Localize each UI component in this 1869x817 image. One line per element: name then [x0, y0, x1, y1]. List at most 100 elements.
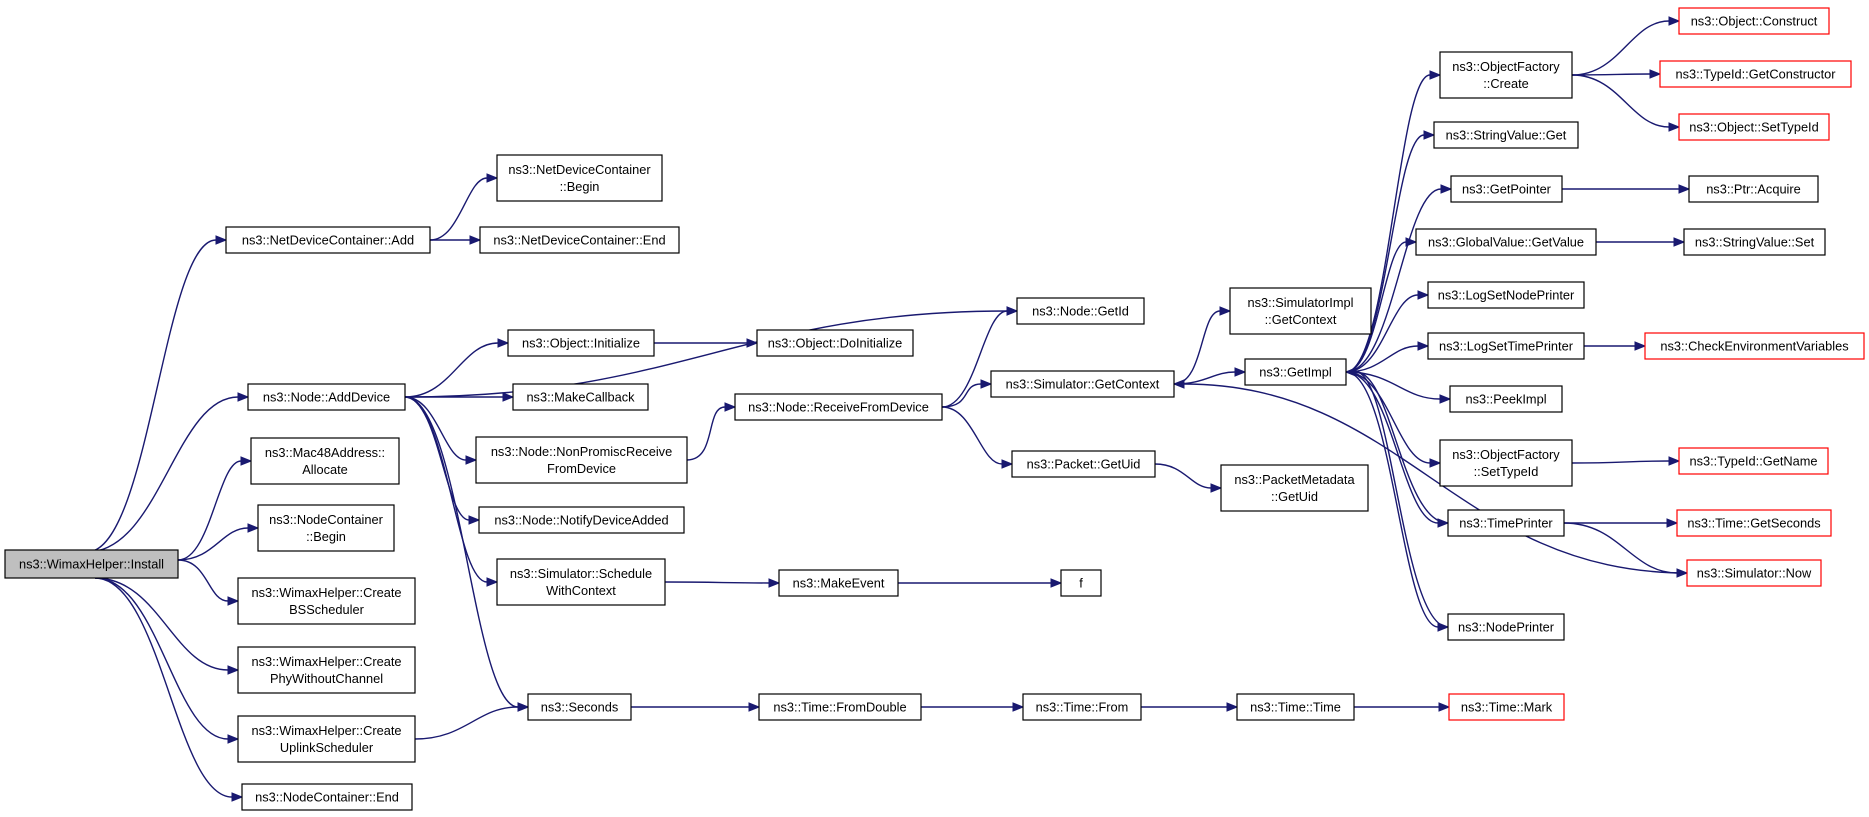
node-obj-construct[interactable]: ns3::Object::Construct	[1678, 7, 1830, 35]
node-pkt-getuid[interactable]: ns3::Packet::GetUid	[1011, 450, 1156, 478]
arrowhead	[1234, 367, 1247, 377]
node-label: ns3::LogSetTimePrinter	[1439, 339, 1574, 354]
node-nc-end[interactable]: ns3::NodeContainer::End	[241, 783, 413, 811]
node-obj-settypeid[interactable]: ns3::Object::SetTypeId	[1678, 113, 1830, 141]
node-label: ns3::LogSetNodePrinter	[1438, 288, 1575, 303]
node-label: ns3::MakeEvent	[793, 576, 885, 591]
node-t-mark[interactable]: ns3::Time::Mark	[1448, 693, 1565, 721]
node-sim-now[interactable]: ns3::Simulator::Now	[1686, 559, 1822, 587]
node-box	[1678, 7, 1830, 35]
node-simimpl-getctx[interactable]: ns3::SimulatorImpl::GetContext	[1229, 287, 1372, 335]
arrowhead	[1417, 290, 1430, 300]
edge-line	[1571, 74, 1670, 128]
node-label: ns3::TypeId::GetConstructor	[1675, 67, 1836, 82]
node-box	[1022, 693, 1142, 721]
arrowhead	[1666, 518, 1679, 528]
node-getimpl[interactable]: ns3::GetImpl	[1244, 358, 1347, 386]
node-notifyadded[interactable]: ns3::Node::NotifyDeviceAdded	[478, 506, 685, 534]
edge-line	[177, 559, 229, 602]
node-pktmeta-getuid[interactable]: ns3::PacketMetadata::GetUid	[1220, 464, 1369, 512]
node-mac48-alloc[interactable]: ns3::Mac48Address::Allocate	[250, 437, 400, 485]
node-tid-getname[interactable]: ns3::TypeId::GetName	[1678, 447, 1829, 475]
edge-line	[177, 460, 242, 561]
edge-getimpl-to-gv-getvalue	[1345, 237, 1418, 373]
node-label: ns3::Node::NotifyDeviceAdded	[494, 513, 668, 528]
node-label: ns3::PacketMetadata	[1234, 472, 1355, 487]
node-ndc-begin[interactable]: ns3::NetDeviceContainer::Begin	[496, 154, 663, 202]
node-nc-begin[interactable]: ns3::NodeContainer::Begin	[257, 504, 395, 552]
arrowhead	[227, 665, 240, 675]
edge-node-adddevice-to-obj-init	[404, 338, 510, 398]
arrowhead	[1668, 456, 1681, 466]
node-peekimpl[interactable]: ns3::PeekImpl	[1449, 385, 1563, 413]
edge-line	[429, 177, 488, 241]
node-box	[1011, 450, 1156, 478]
node-label: ns3::TimePrinter	[1459, 516, 1553, 531]
node-obj-init[interactable]: ns3::Object::Initialize	[507, 329, 655, 357]
edge-of-settypeid-to-tid-getname	[1571, 456, 1681, 466]
node-box	[1236, 693, 1355, 721]
arrowhead	[247, 523, 260, 533]
node-seconds[interactable]: ns3::Seconds	[527, 693, 632, 721]
node-label: ns3::Object::Initialize	[522, 336, 640, 351]
node-checkenv[interactable]: ns3::CheckEnvironmentVariables	[1644, 332, 1865, 360]
edge-line	[686, 406, 726, 461]
node-box	[1678, 447, 1829, 475]
edge-install-to-create-phy	[94, 577, 240, 675]
node-ptr-acquire[interactable]: ns3::Ptr::Acquire	[1688, 175, 1819, 203]
node-lognodeprinter[interactable]: ns3::LogSetNodePrinter	[1427, 281, 1585, 309]
node-label: Allocate	[302, 462, 348, 477]
arrowhead	[1429, 458, 1442, 468]
node-node-getid[interactable]: ns3::Node::GetId	[1016, 297, 1145, 325]
arrowhead	[1439, 394, 1452, 404]
node-t-from[interactable]: ns3::Time::From	[1022, 693, 1142, 721]
node-tid-getctor[interactable]: ns3::TypeId::GetConstructor	[1659, 60, 1852, 88]
node-node-adddevice[interactable]: ns3::Node::AddDevice	[247, 383, 406, 411]
edge-line	[414, 706, 519, 740]
node-logtimeprinter[interactable]: ns3::LogSetTimePrinter	[1427, 332, 1585, 360]
node-recvfromdev[interactable]: ns3::Node::ReceiveFromDevice	[734, 393, 943, 421]
node-install[interactable]: ns3::WimaxHelper::Install	[4, 549, 179, 579]
node-create-phy[interactable]: ns3::WimaxHelper::CreatePhyWithoutChanne…	[237, 646, 416, 694]
node-box	[1439, 439, 1573, 487]
edge-line	[1154, 463, 1212, 489]
node-t-time[interactable]: ns3::Time::Time	[1236, 693, 1355, 721]
node-label: ns3::PeekImpl	[1465, 392, 1546, 407]
node-getpointer[interactable]: ns3::GetPointer	[1450, 175, 1563, 203]
edge-getimpl-to-lognodeprinter	[1345, 290, 1430, 373]
node-t-getseconds[interactable]: ns3::Time::GetSeconds	[1676, 509, 1832, 537]
node-label: ns3::Object::DoInitialize	[768, 336, 902, 351]
arrowhead	[1440, 184, 1453, 194]
node-label: ::GetContext	[1265, 312, 1337, 327]
arrowhead	[1668, 16, 1681, 26]
node-sim-getctx[interactable]: ns3::Simulator::GetContext	[990, 370, 1175, 398]
node-box	[1688, 175, 1819, 203]
edge-line	[1345, 188, 1442, 373]
edge-line	[177, 527, 249, 561]
node-makecallback[interactable]: ns3::MakeCallback	[512, 383, 649, 411]
node-timeprinter[interactable]: ns3::TimePrinter	[1447, 509, 1565, 537]
node-nodeprinter[interactable]: ns3::NodePrinter	[1447, 613, 1565, 641]
node-makeevent[interactable]: ns3::MakeEvent	[778, 569, 899, 597]
node-label: ns3::MakeCallback	[526, 390, 635, 405]
node-of-create[interactable]: ns3::ObjectFactory::Create	[1439, 51, 1573, 99]
node-label: ns3::NodePrinter	[1458, 620, 1555, 635]
node-box	[4, 549, 179, 579]
node-of-settypeid[interactable]: ns3::ObjectFactory::SetTypeId	[1439, 439, 1573, 487]
node-obj-doinit[interactable]: ns3::Object::DoInitialize	[756, 329, 914, 357]
node-ndc-add[interactable]: ns3::NetDeviceContainer::Add	[225, 226, 431, 254]
edge-install-to-create-bs	[177, 559, 240, 606]
node-box	[1447, 613, 1565, 641]
node-sv-set[interactable]: ns3::StringValue::Set	[1683, 228, 1826, 256]
node-gv-getvalue[interactable]: ns3::GlobalValue::GetValue	[1415, 228, 1597, 256]
node-ndc-end[interactable]: ns3::NetDeviceContainer::End	[479, 226, 680, 254]
node-f[interactable]: f	[1060, 569, 1102, 597]
node-t-fromdouble[interactable]: ns3::Time::FromDouble	[758, 693, 922, 721]
node-sv-get[interactable]: ns3::StringValue::Get	[1433, 121, 1579, 149]
arrowhead	[1001, 459, 1014, 469]
edge-logtimeprinter-to-checkenv	[1584, 341, 1647, 351]
